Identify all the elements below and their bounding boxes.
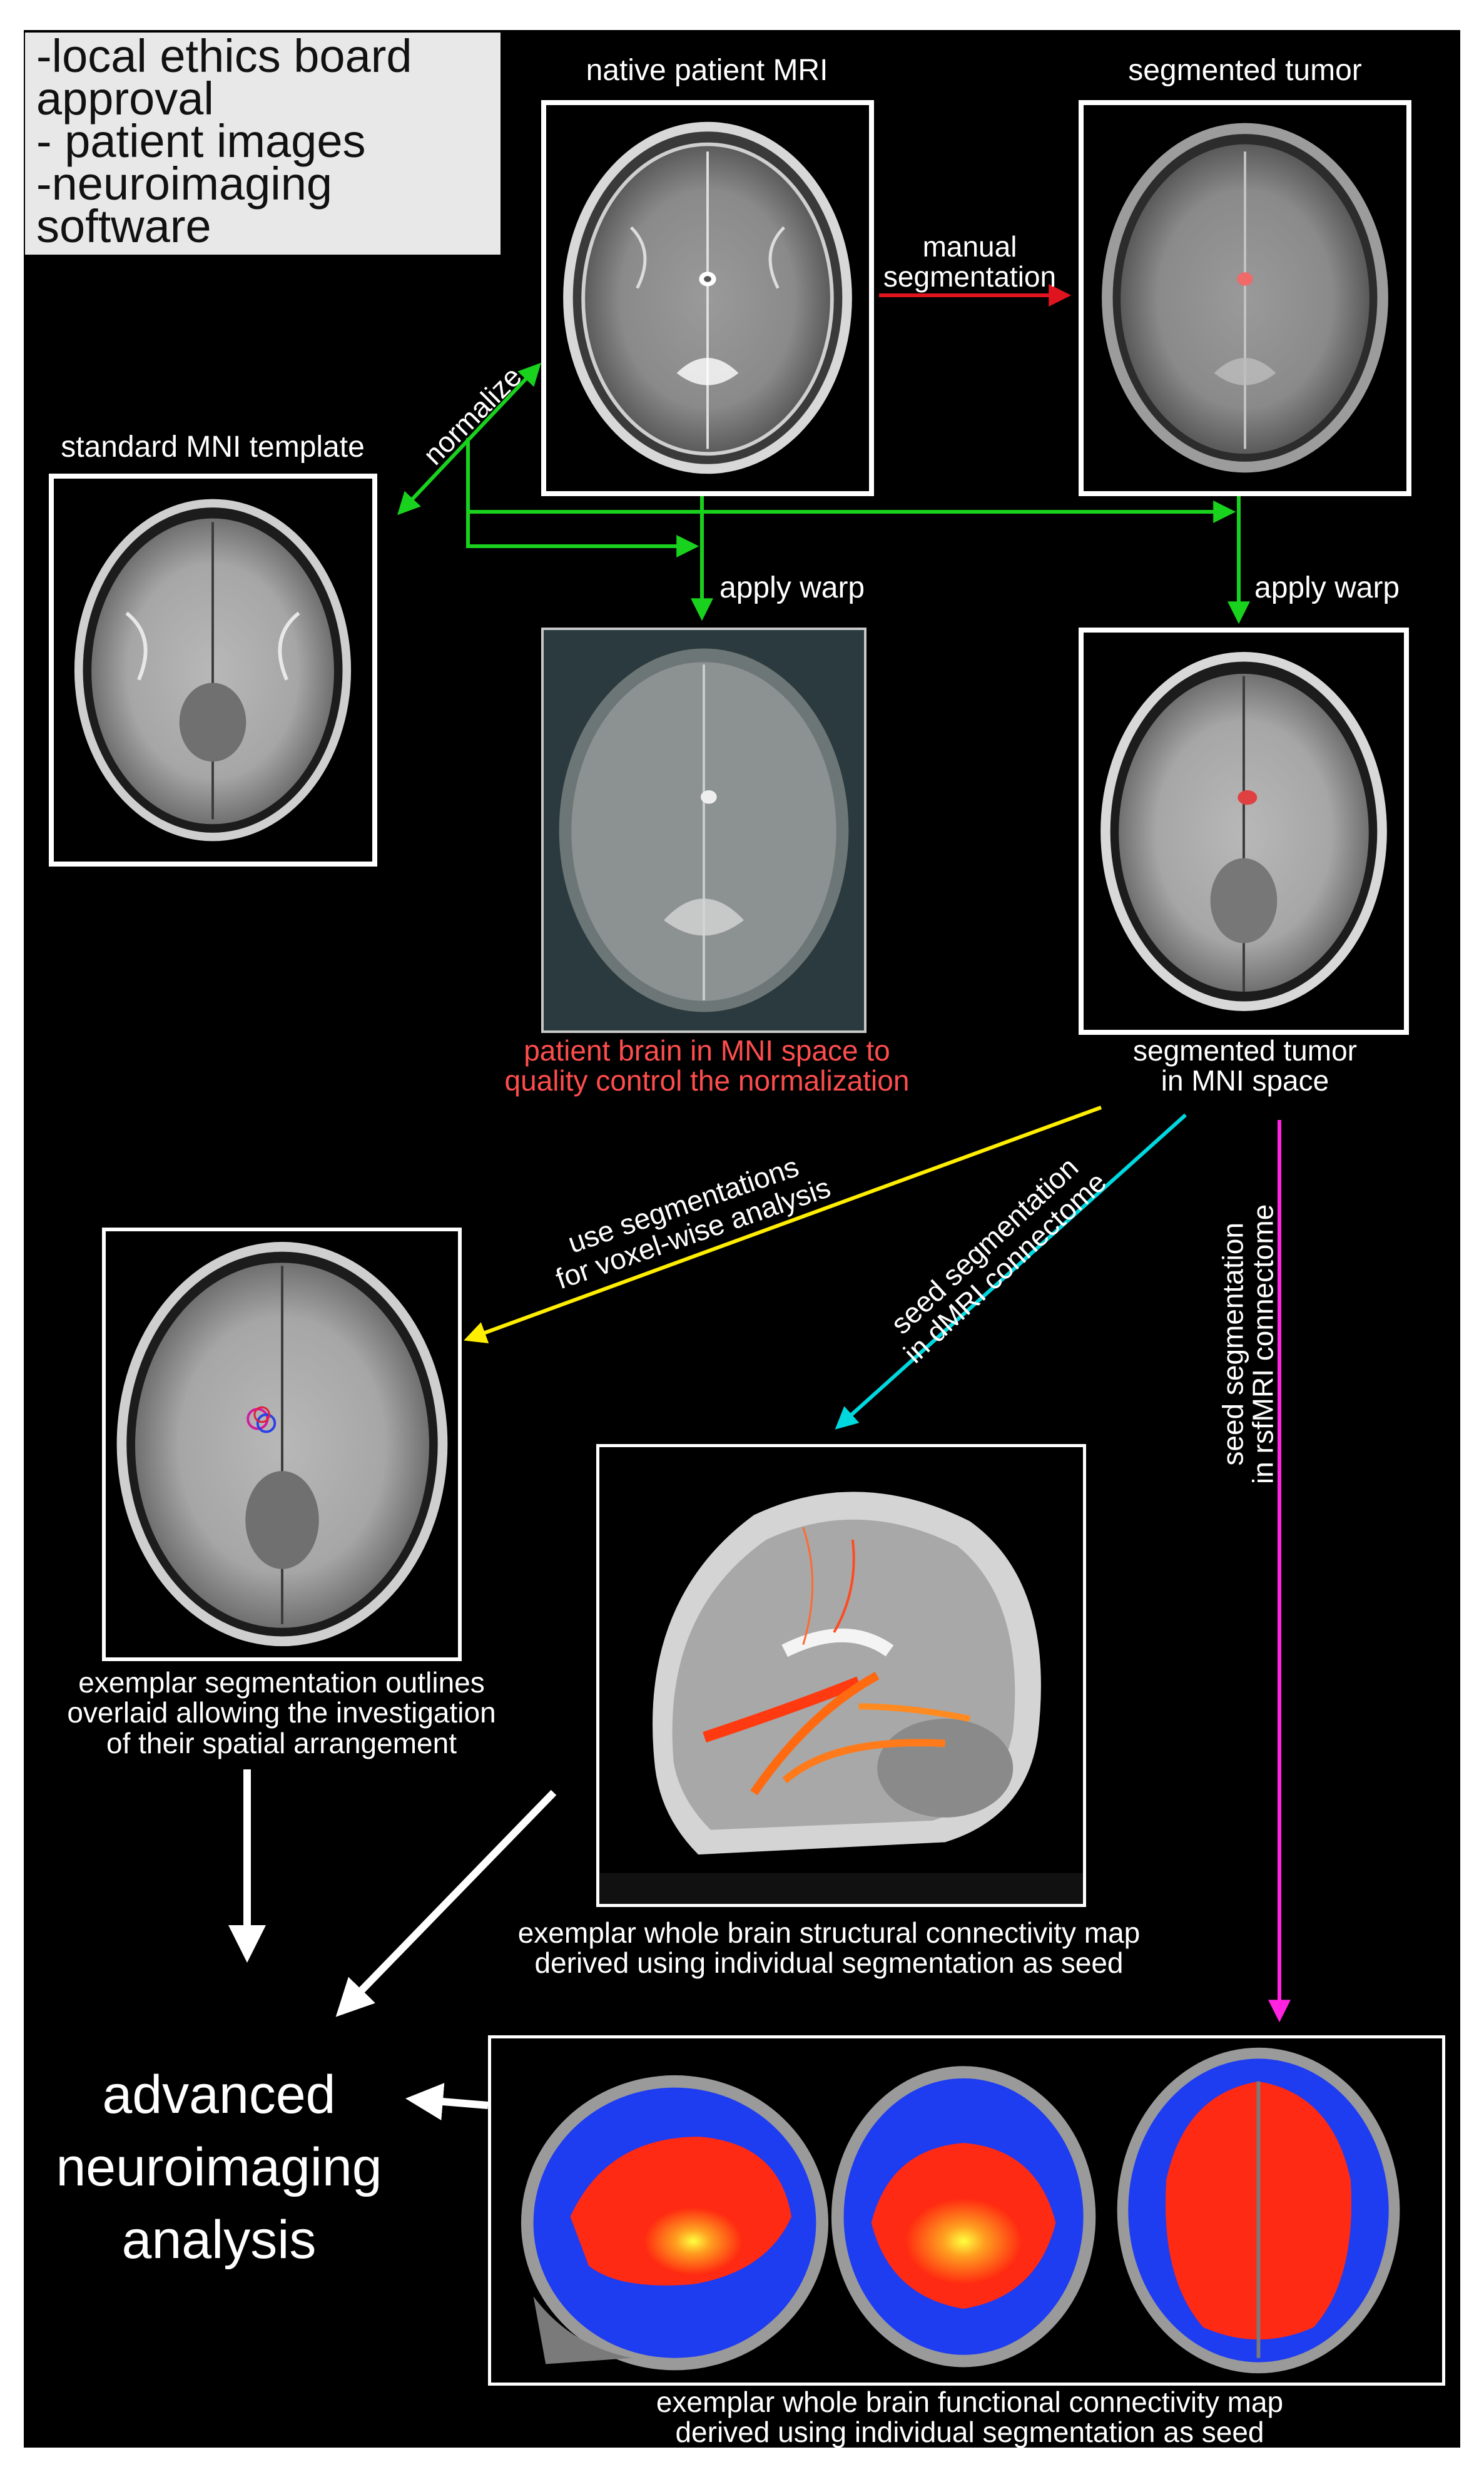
functional-caption: exemplar whole brain functional connecti…	[563, 2387, 1376, 2448]
functional-caption-line: exemplar whole brain functional connecti…	[656, 2386, 1284, 2418]
patient-caption-line: quality control the normalization	[504, 1064, 910, 1097]
coronal-view	[831, 2066, 1096, 2368]
white-diagonal-arrow	[335, 1789, 557, 2017]
dmri-arrow	[835, 1113, 1187, 1430]
patient-caption-line: patient brain in MNI space to	[524, 1034, 890, 1067]
native-mri-image	[563, 121, 852, 474]
overlay-caption-line: of their spatial arrangement	[106, 1726, 457, 1759]
overlay-image	[116, 1241, 448, 1647]
overlay-caption-line: overlaid allowing the investigation	[67, 1696, 496, 1729]
segmented-tumor-title: segmented tumor	[1128, 54, 1362, 87]
segmented-tumor-image	[1102, 123, 1388, 473]
manual-label-line: segmentation	[883, 260, 1057, 293]
apply-warp-label-2: apply warp	[1254, 571, 1400, 604]
white-left-arrow	[405, 2083, 489, 2120]
functional-caption-line: derived using individual segmentation as…	[675, 2416, 1264, 2449]
tumor-in-mni-caption: segmented tumor in MNI space	[1057, 1035, 1433, 1096]
overlay-caption: exemplar segmentation outlines overlaid …	[25, 1667, 538, 1758]
result-label: advanced neuroimaging analysis	[38, 2058, 400, 2276]
tumor-marker-mni	[1238, 790, 1258, 805]
segmentation-outlines	[246, 1406, 277, 1433]
mni-template-panel	[49, 474, 377, 867]
native-mri-title: native patient MRI	[586, 54, 828, 87]
functional-image	[521, 2047, 1400, 2374]
mni-template-image	[74, 499, 352, 842]
requirements-line: -neuroimaging	[36, 158, 333, 210]
rsfmri-label-line: in rsfMRI connectome	[1247, 1204, 1279, 1484]
rsfmri-label: seed segmentation in rsfMRI connectome	[1216, 1181, 1279, 1507]
manual-label-line: manual	[922, 230, 1017, 263]
requirements-line: - patient images	[36, 115, 366, 167]
tumor-caption-line: in MNI space	[1161, 1064, 1329, 1097]
overlay-caption-line: exemplar segmentation outlines	[78, 1666, 485, 1699]
axial-view	[1117, 2047, 1400, 2374]
tumor-in-mni-image	[1100, 651, 1387, 1012]
result-line: neuroimaging	[56, 2137, 382, 2197]
functional-panel	[488, 2035, 1445, 2386]
structural-panel	[596, 1444, 1086, 1907]
patient-in-mni-caption: patient brain in MNI space to quality co…	[400, 1035, 1014, 1096]
requirements-line: -local ethics board	[36, 30, 412, 82]
mni-template-title: standard MNI template	[61, 430, 365, 464]
tumor-caption-line: segmented tumor	[1133, 1034, 1357, 1067]
voxel-analysis-arrow	[464, 1106, 1102, 1344]
rsfmri-label-line: seed segmentation	[1216, 1222, 1249, 1466]
requirements-line: software	[36, 200, 211, 252]
apply-warp-label-1: apply warp	[719, 571, 865, 604]
patient-in-mni-panel	[541, 628, 867, 1033]
patient-in-mni-image	[559, 648, 849, 1012]
tumor-marker	[1237, 272, 1253, 286]
overlay-panel	[102, 1228, 462, 1661]
structural-caption-line: exemplar whole brain structural connecti…	[517, 1916, 1141, 1949]
sagittal-view	[521, 2075, 829, 2371]
result-line: analysis	[121, 2210, 317, 2270]
result-line: advanced	[102, 2065, 336, 2125]
requirements-line: approval	[36, 73, 214, 125]
structural-caption-line: derived using individual segmentation as…	[534, 1946, 1124, 1980]
requirements-box: -local ethics board approval - patient i…	[25, 33, 501, 255]
native-mri-panel	[541, 100, 874, 496]
tumor-in-mni-panel	[1079, 628, 1409, 1035]
structural-image	[599, 1492, 1083, 1904]
fiber-tracts	[703, 1527, 971, 1796]
segmented-tumor-panel	[1079, 100, 1411, 496]
warp-lines	[466, 438, 1236, 557]
structural-caption: exemplar whole brain structural connecti…	[438, 1918, 1220, 1978]
manual-segmentation-label: manual segmentation	[867, 231, 1073, 292]
